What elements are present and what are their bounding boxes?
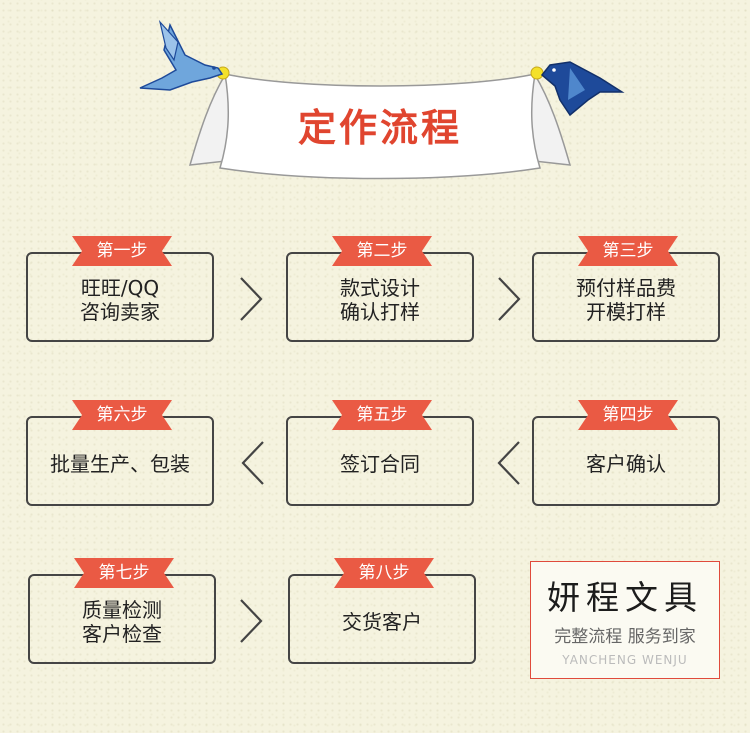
step-6-box: 第六步 批量生产、包装	[26, 400, 214, 506]
brand-name: 妍程文具	[547, 578, 703, 617]
chevron-left-icon	[497, 441, 520, 485]
step-label: 第三步	[602, 241, 654, 261]
step-1-box: 第一步 旺旺/QQ 咨询卖家	[26, 236, 214, 342]
step-ribbon: 第八步	[334, 556, 434, 590]
step-ribbon: 第五步	[332, 398, 432, 432]
step-3-box: 第三步 预付样品费 开模打样	[532, 236, 720, 342]
step-text: 预付样品费 开模打样	[576, 276, 676, 324]
bird-left-icon	[139, 20, 224, 91]
step-ribbon: 第四步	[578, 398, 678, 432]
step-ribbon: 第三步	[578, 234, 678, 268]
bird-right-icon	[540, 61, 625, 117]
step-2-box: 第二步 款式设计 确认打样	[286, 236, 474, 342]
step-8-box: 第八步 交货客户	[288, 558, 476, 664]
step-7-box: 第七步 质量检测 客户检查	[28, 558, 216, 664]
title-banner: 定作流程	[130, 20, 630, 185]
chevron-right-icon	[240, 277, 263, 321]
chevron-left-icon	[241, 441, 264, 485]
page-title: 定作流程	[297, 106, 462, 150]
step-ribbon: 第七步	[74, 556, 174, 590]
step-text: 批量生产、包装	[50, 452, 190, 476]
brand-slogan: 完整流程 服务到家	[554, 627, 696, 647]
brand-english-name: YANCHENG WENJU	[562, 653, 688, 667]
step-4-box: 第四步 客户确认	[532, 400, 720, 506]
step-label: 第六步	[96, 405, 148, 425]
step-label: 第一步	[96, 241, 148, 261]
step-text: 客户确认	[586, 452, 666, 476]
step-text: 旺旺/QQ 咨询卖家	[80, 276, 160, 324]
step-ribbon: 第六步	[72, 398, 172, 432]
step-label: 第五步	[356, 405, 408, 425]
step-ribbon: 第一步	[72, 234, 172, 268]
step-label: 第八步	[358, 563, 410, 583]
step-label: 第二步	[356, 241, 408, 261]
step-label: 第四步	[602, 405, 654, 425]
chevron-right-icon	[240, 599, 263, 643]
step-label: 第七步	[98, 563, 150, 583]
step-text: 交货客户	[342, 610, 422, 634]
step-text: 签订合同	[340, 452, 420, 476]
step-text: 款式设计 确认打样	[340, 276, 420, 324]
brand-box: 妍程文具 完整流程 服务到家 YANCHENG WENJU	[530, 561, 720, 679]
step-ribbon: 第二步	[332, 234, 432, 268]
step-text: 质量检测 客户检查	[82, 598, 162, 646]
scroll-banner-graphic	[139, 20, 625, 180]
chevron-right-icon	[498, 277, 521, 321]
step-5-box: 第五步 签订合同	[286, 400, 474, 506]
